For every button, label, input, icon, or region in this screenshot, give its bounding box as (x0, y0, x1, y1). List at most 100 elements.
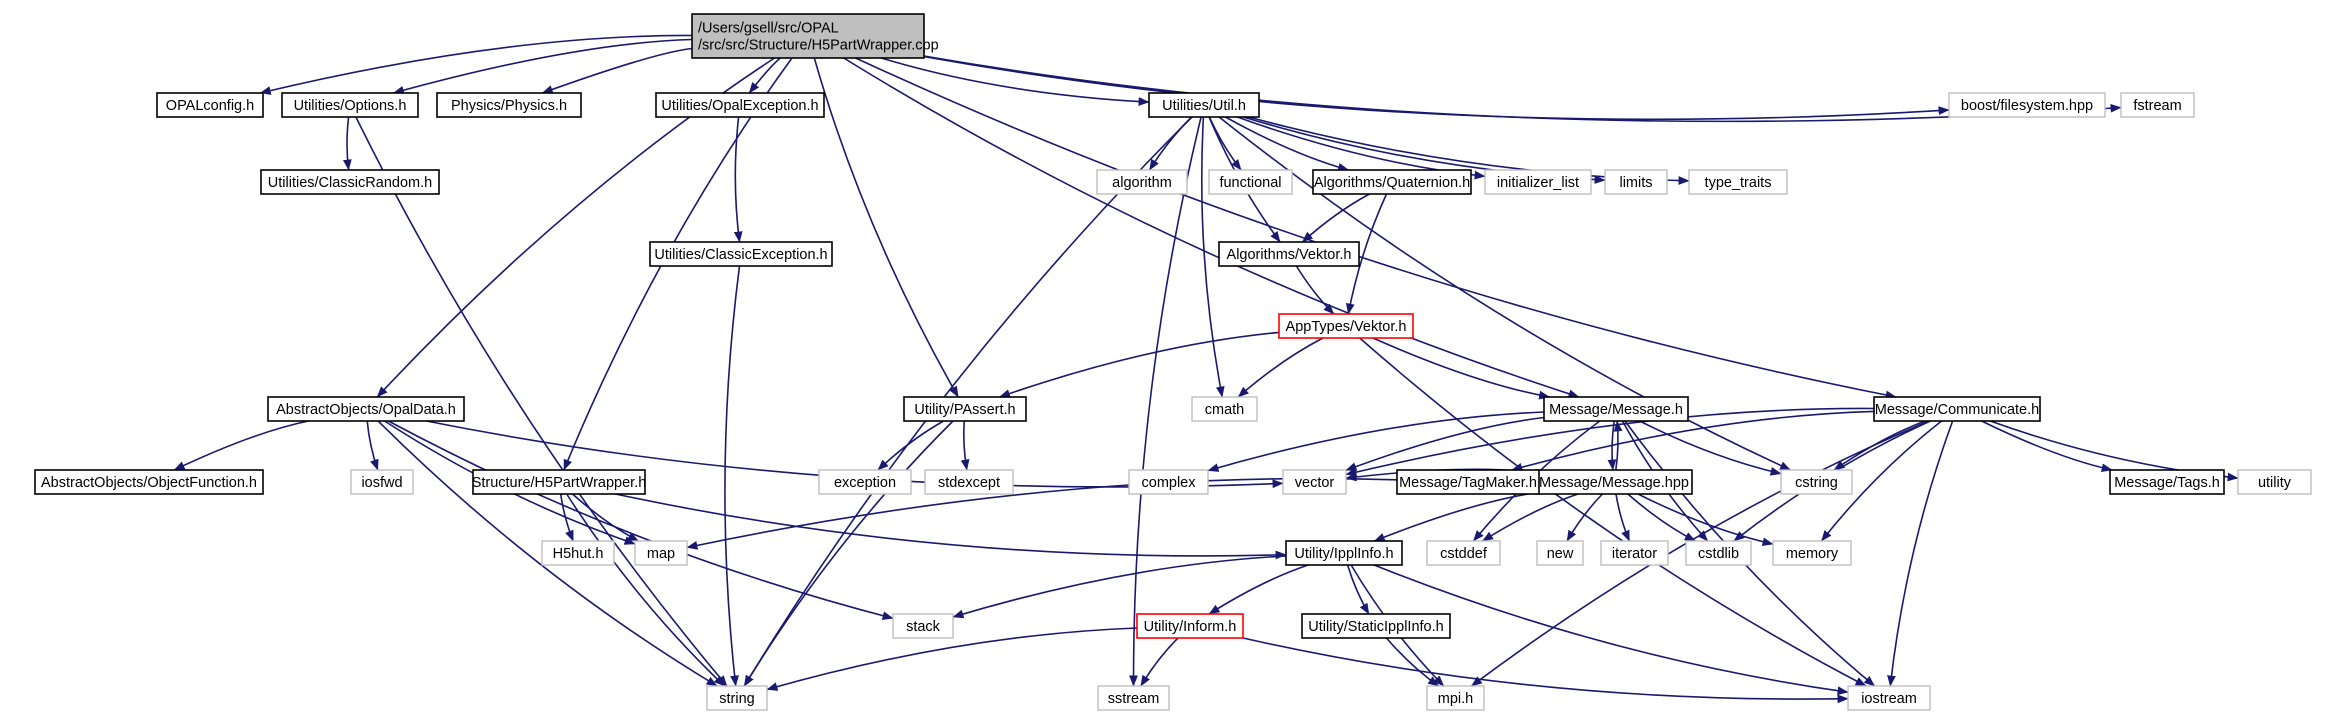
node-label: Utility/PAssert.h (914, 402, 1015, 418)
node-apptypesvektor[interactable]: AppTypes/Vektor.h (1278, 313, 1414, 339)
edge-inform-to-iostream (1242, 637, 1849, 704)
node-physics[interactable]: Physics/Physics.h (436, 92, 582, 118)
edge-communicate-to-iostream (1887, 420, 1954, 687)
node-label: Message/Tags.h (2114, 475, 2220, 491)
edge-opaldata-to-iosfwd (366, 420, 379, 471)
node-objectfunction[interactable]: AbstractObjects/ObjectFunction.h (34, 469, 264, 495)
edge-communicate-to-vector (1345, 407, 1875, 477)
node-box (1096, 169, 1188, 195)
edge-quaternion-to-apptypesvektor (1345, 193, 1388, 315)
node-label: fstream (2133, 98, 2181, 114)
node-label: initializer_list (1497, 175, 1579, 191)
node-label: /src/src/Structure/H5PartWrapper.cpp (698, 38, 939, 54)
edge-util-to-algorithm (1148, 116, 1193, 171)
node-staticipplinfo[interactable]: Utility/StaticIpplInfo.h (1301, 613, 1451, 639)
node-stack: stack (892, 613, 954, 639)
edge-messagehpp-to-memory (1637, 493, 1774, 547)
node-messagehpp[interactable]: Message/Message.hpp (1535, 469, 1693, 495)
node-exception: exception (818, 469, 912, 495)
node-vector: vector (1282, 469, 1347, 495)
node-box (267, 396, 465, 422)
node-inform[interactable]: Utility/Inform.h (1136, 613, 1244, 639)
node-box (436, 92, 582, 118)
node-box (1191, 396, 1258, 422)
node-label: exception (834, 475, 896, 491)
edge-layer (173, 34, 2239, 704)
node-label: Structure/H5PartWrapper.h (472, 475, 647, 491)
node-label: boost/filesystem.hpp (1961, 98, 2093, 114)
node-label: cmath (1205, 402, 1245, 418)
node-box (156, 92, 264, 118)
node-label: Message/Message.h (1549, 402, 1683, 418)
node-box (1097, 685, 1170, 711)
node-box (1536, 540, 1584, 566)
edge-opalexception-to-classicexception (733, 116, 743, 243)
node-tagmaker[interactable]: Message/TagMaker.h (1396, 469, 1540, 495)
node-box (1604, 169, 1668, 195)
node-box (1484, 169, 1592, 195)
node-ipplinfo[interactable]: Utility/IpplInfo.h (1285, 540, 1403, 566)
node-label: Algorithms/Quaternion.h (1314, 175, 1470, 191)
node-label: Message/TagMaker.h (1399, 475, 1537, 491)
node-opalconfig[interactable]: OPALconfig.h (156, 92, 264, 118)
edge-inform-to-string (766, 627, 1138, 691)
node-box (1128, 469, 1209, 495)
edge-opaldata-to-stack (388, 420, 894, 620)
node-typetraits: type_traits (1688, 169, 1788, 195)
node-memory: memory (1772, 540, 1852, 566)
node-box (1780, 469, 1853, 495)
node-label: Message/Message.hpp (1539, 475, 1689, 491)
edge-messagehpp-to-iterator (1615, 493, 1631, 542)
edge-apptypesvektor-to-iostream (1359, 337, 1867, 687)
edge-communicate-to-tagmaker (1511, 410, 1875, 472)
node-label: Utility/Inform.h (1144, 619, 1237, 635)
node-string: string (706, 685, 768, 711)
node-box (706, 685, 768, 711)
node-label: Physics/Physics.h (451, 98, 567, 114)
node-label: Utilities/ClassicException.h (654, 247, 827, 263)
node-opalexception[interactable]: Utilities/OpalException.h (655, 92, 825, 118)
node-classicrandom[interactable]: Utilities/ClassicRandom.h (260, 169, 440, 195)
edge-ipplinfo-to-inform (1208, 564, 1309, 615)
node-box (1543, 396, 1689, 422)
node-box (1285, 540, 1403, 566)
node-iostream: iostream (1847, 685, 1931, 711)
node-box (260, 169, 440, 195)
node-cstddef: cstddef (1426, 540, 1501, 566)
node-opaldata[interactable]: AbstractObjects/OpalData.h (267, 396, 465, 422)
node-box (924, 469, 1014, 495)
node-box (1148, 92, 1260, 118)
node-label: OPALconfig.h (166, 98, 254, 114)
edge-messagehpp-to-message (1613, 420, 1623, 471)
node-options[interactable]: Utilities/Options.h (281, 92, 419, 118)
node-box (1218, 241, 1360, 267)
node-box (1688, 169, 1788, 195)
node-quaternion[interactable]: Algorithms/Quaternion.h (1312, 169, 1472, 195)
node-new: new (1536, 540, 1584, 566)
node-util[interactable]: Utilities/Util.h (1148, 92, 1260, 118)
node-label: cstddef (1440, 546, 1488, 562)
node-message[interactable]: Message/Message.h (1543, 396, 1689, 422)
node-box (1282, 469, 1347, 495)
edge-apptypesvektor-to-passert (999, 331, 1280, 398)
edge-messagehpp-to-cstddef (1482, 493, 1579, 542)
node-cstring: cstring (1780, 469, 1853, 495)
node-tags[interactable]: Message/Tags.h (2109, 469, 2225, 495)
node-algvektor[interactable]: Algorithms/Vektor.h (1218, 241, 1360, 267)
node-box (1426, 685, 1485, 711)
edge-util-to-quaternion (1225, 116, 1350, 172)
node-label: cstring (1795, 475, 1838, 491)
node-layer: /Users/gsell/src/OPAL/src/src/Structure/… (34, 13, 2312, 711)
node-label: utility (2258, 475, 2292, 491)
node-box (2237, 469, 2312, 495)
node-h5partwrapper[interactable]: Structure/H5PartWrapper.h (472, 469, 647, 495)
node-classicexception[interactable]: Utilities/ClassicException.h (649, 241, 833, 267)
node-root[interactable]: /Users/gsell/src/OPAL/src/src/Structure/… (691, 13, 939, 59)
node-complex: complex (1128, 469, 1209, 495)
node-communicate[interactable]: Message/Communicate.h (1873, 396, 2041, 422)
edge-classicexception-to-string (724, 265, 741, 687)
node-label: stack (906, 619, 941, 635)
node-passert[interactable]: Utility/PAssert.h (903, 396, 1027, 422)
node-boostfs: boost/filesystem.hpp (1948, 92, 2106, 118)
